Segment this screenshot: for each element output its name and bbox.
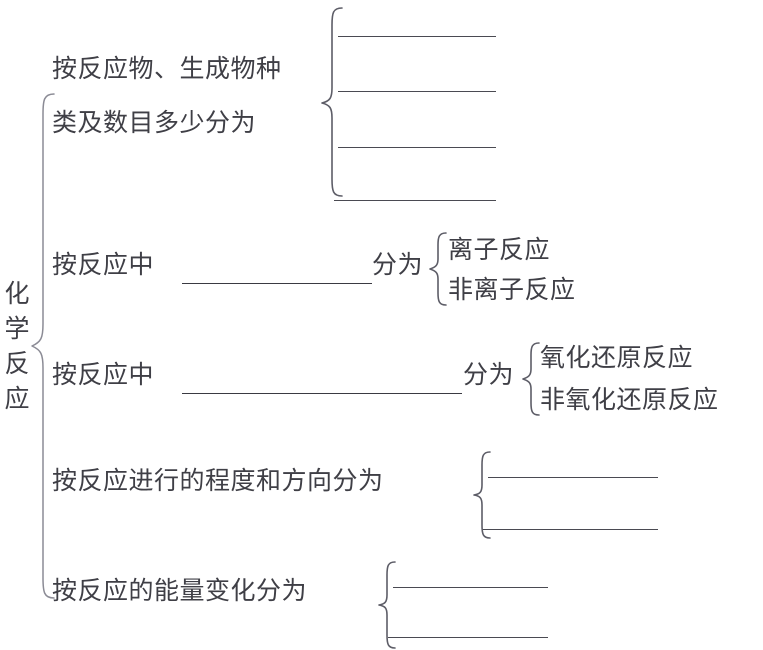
branch-4-brace xyxy=(473,451,491,539)
branch-2-child-2: 非离子反应 xyxy=(448,275,576,304)
branch-3-child-1: 氧化还原反应 xyxy=(540,343,694,372)
branch-4-answer-blank-1[interactable] xyxy=(488,477,658,478)
branch-5-answer-blank-1[interactable] xyxy=(393,587,548,588)
branch-3-label-suffix: 分为 xyxy=(463,360,515,389)
root-brace xyxy=(31,93,55,599)
branch-1-answer-blank-4[interactable] xyxy=(334,200,496,201)
branch-1-answer-blank-1[interactable] xyxy=(338,36,496,37)
branch-1-label-line-2: 类及数目多少分为 xyxy=(52,108,257,137)
branch-4-answer-blank-2[interactable] xyxy=(483,529,658,530)
root-label-char-2: 反 xyxy=(4,349,30,378)
branch-3-label-prefix: 按反应中 xyxy=(52,360,155,389)
branch-2-child-1: 离子反应 xyxy=(448,235,551,264)
branch-2-brace xyxy=(429,232,447,306)
root-label-char-3: 应 xyxy=(4,384,30,413)
branch-1-answer-blank-2[interactable] xyxy=(338,91,496,92)
branch-1-label-line-1: 按反应物、生成物种 xyxy=(52,54,282,83)
branch-3-label-blank[interactable] xyxy=(182,393,462,394)
branch-5-answer-blank-2[interactable] xyxy=(388,637,548,638)
root-node-label: 化 学 反 应 xyxy=(2,276,32,416)
branch-1-brace xyxy=(321,7,343,197)
root-label-char-0: 化 xyxy=(4,279,30,308)
branch-5-label: 按反应的能量变化分为 xyxy=(52,576,308,605)
branch-2-label-prefix: 按反应中 xyxy=(52,250,155,279)
branch-3-child-2: 非氧化还原反应 xyxy=(540,385,719,414)
root-label-char-1: 学 xyxy=(4,314,30,343)
branch-2-label-suffix: 分为 xyxy=(372,250,424,279)
branch-3-brace xyxy=(522,342,540,416)
branch-2-label-blank[interactable] xyxy=(182,283,372,284)
branch-1-answer-blank-3[interactable] xyxy=(338,147,496,148)
branch-4-label: 按反应进行的程度和方向分为 xyxy=(52,466,384,495)
